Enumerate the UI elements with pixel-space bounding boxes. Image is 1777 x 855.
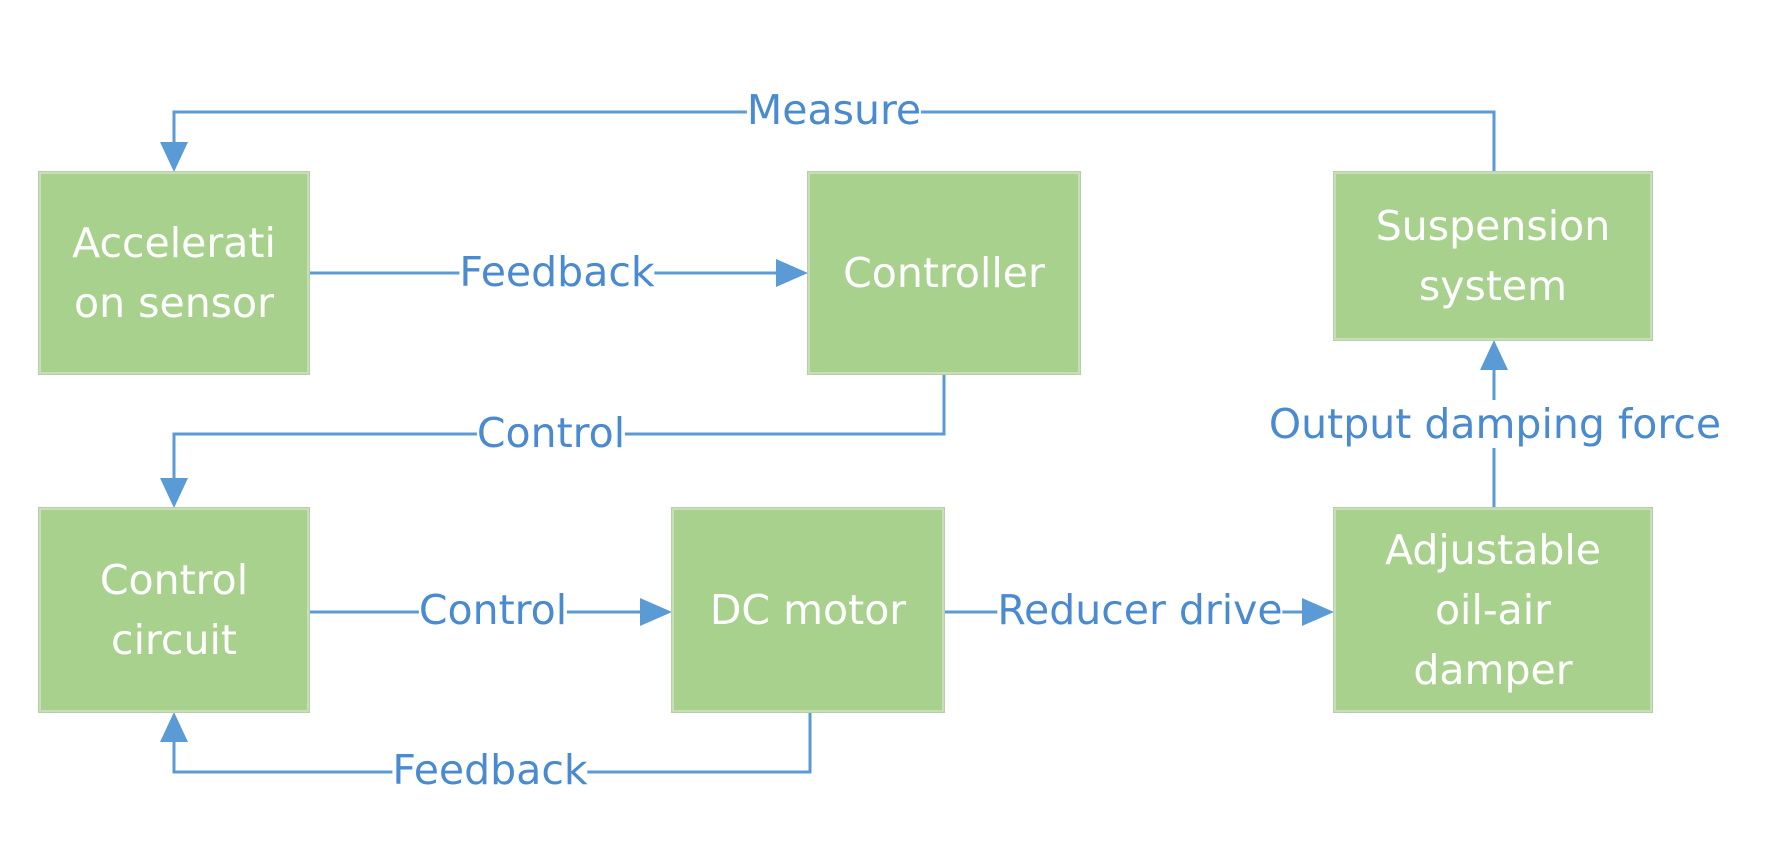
measure-label: Measure <box>746 86 922 134</box>
suspension-system-node: Suspension system <box>1334 172 1652 340</box>
control-top-label: Control <box>476 409 626 457</box>
feedback-bottom-label: Feedback <box>392 746 588 794</box>
suspension-system-label: Suspension system <box>1375 202 1611 310</box>
acceleration-sensor-label: Accelerati on sensor <box>72 219 276 327</box>
reducer-drive-arrowhead <box>1302 598 1334 626</box>
feedback-top-label: Feedback <box>459 248 655 296</box>
dc-motor-node: DC motor <box>672 508 944 712</box>
controller-label: Controller <box>843 249 1045 297</box>
feedback-bottom-arrowhead <box>160 712 188 742</box>
control-bottom-arrowhead <box>640 598 672 626</box>
damper-label: Adjustable oil-air damper <box>1385 526 1601 694</box>
reducer-drive-label: Reducer drive <box>997 586 1283 634</box>
control-top-arrowhead <box>160 478 188 508</box>
output-damping-force-label: Output damping force <box>1268 400 1722 448</box>
acceleration-sensor-node: Accelerati on sensor <box>39 172 309 374</box>
control-circuit-node: Control circuit <box>39 508 309 712</box>
control-bottom-label: Control <box>418 586 568 634</box>
dc-motor-label: DC motor <box>709 586 907 634</box>
damper-node: Adjustable oil-air damper <box>1334 508 1652 712</box>
feedback-top-arrowhead <box>776 259 808 287</box>
controller-node: Controller <box>808 172 1080 374</box>
control-circuit-label: Control circuit <box>99 556 249 664</box>
output-damping-arrowhead <box>1480 340 1508 370</box>
measure-arrowhead <box>160 142 188 172</box>
